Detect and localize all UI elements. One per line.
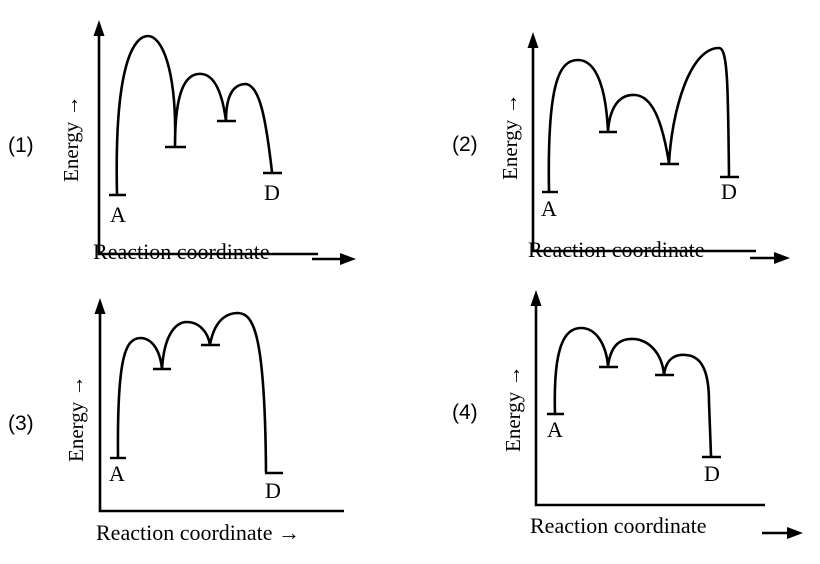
panel-number: (2) bbox=[452, 133, 478, 156]
axes bbox=[531, 42, 756, 253]
end-label: D bbox=[721, 179, 737, 204]
start-label: A bbox=[547, 417, 563, 442]
x-axis-label: Reaction coordinate bbox=[530, 513, 707, 538]
y-arrow-head bbox=[527, 32, 539, 48]
y-axis-label: Energy → bbox=[498, 93, 522, 180]
y-axis-label: Energy → bbox=[64, 375, 88, 462]
panel-number: (4) bbox=[452, 401, 478, 424]
axes bbox=[98, 308, 344, 513]
energy-profile-curve bbox=[547, 46, 731, 194]
panel-number: (3) bbox=[8, 412, 34, 435]
y-axis-label: Energy → bbox=[59, 95, 83, 182]
x-label-arrow-head bbox=[340, 253, 356, 265]
start-label: A bbox=[541, 196, 557, 221]
x-label-arrow-head bbox=[774, 252, 790, 264]
y-axis-label: Energy → bbox=[501, 365, 525, 452]
start-label: A bbox=[110, 202, 126, 227]
end-label: D bbox=[704, 461, 720, 486]
start-label: A bbox=[109, 461, 125, 486]
axes bbox=[97, 30, 318, 256]
panel-3: (3) Energy → Reaction coordinate → A D bbox=[8, 298, 344, 545]
energy-profile-curve bbox=[553, 326, 713, 458]
axes bbox=[534, 300, 765, 507]
panel-4: (4) Energy → Reaction coordinate A D bbox=[452, 290, 803, 539]
y-arrow-head bbox=[94, 298, 106, 314]
energy-profile-curve bbox=[116, 311, 268, 474]
x-axis-label: Reaction coordinate → bbox=[96, 520, 300, 545]
end-label: D bbox=[265, 478, 281, 503]
x-axis-label: Reaction coordinate bbox=[528, 237, 705, 262]
y-arrow-head bbox=[530, 290, 542, 306]
panel-number: (1) bbox=[8, 134, 34, 157]
panel-2: (2) Energy → Reaction coordinate A D bbox=[452, 32, 790, 264]
panel-1: (1) Energy → Reaction coordinate A D bbox=[8, 20, 356, 265]
y-arrow-head bbox=[93, 20, 105, 36]
x-label-arrow-head bbox=[787, 527, 803, 539]
end-label: D bbox=[264, 180, 280, 205]
x-axis-label: Reaction coordinate bbox=[93, 239, 270, 264]
energy-profile-curve bbox=[115, 34, 274, 196]
